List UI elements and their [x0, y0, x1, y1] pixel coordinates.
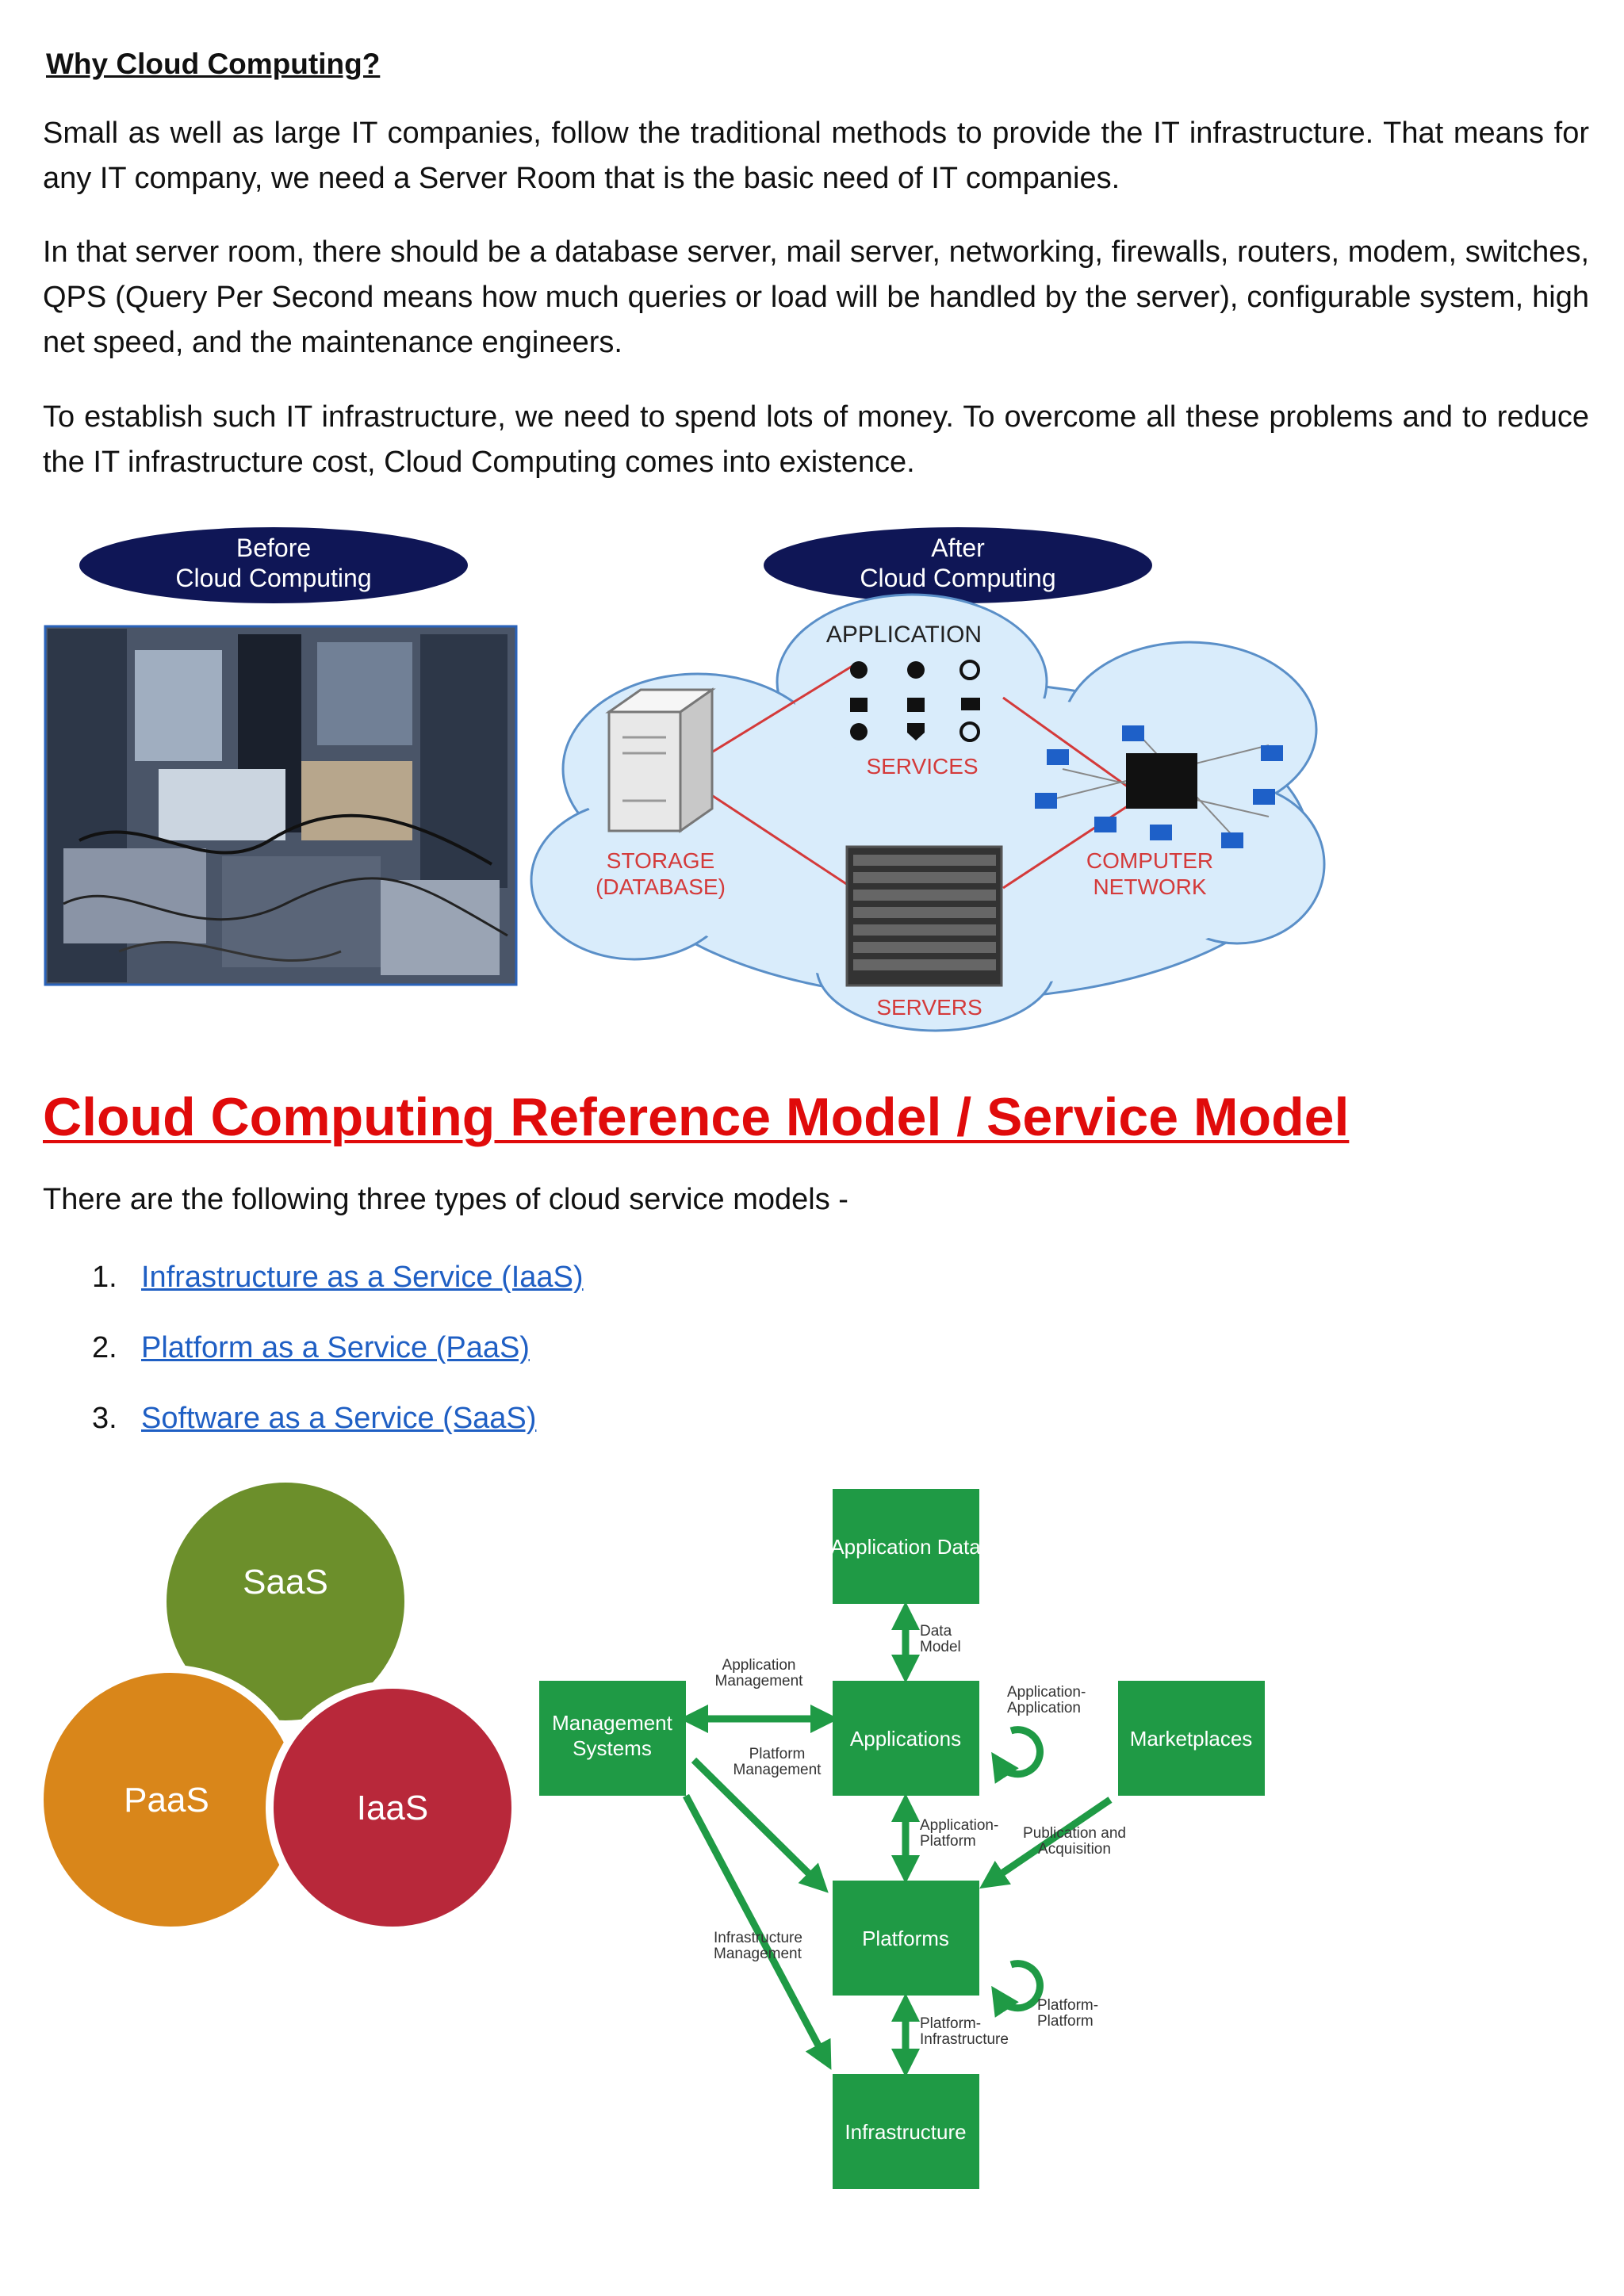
after-label-line1: After	[931, 534, 985, 562]
iaas-label: IaaS	[357, 1789, 429, 1827]
service-icons	[850, 660, 980, 742]
infra-mgmt-label-2: Management	[714, 1946, 802, 1962]
plat-mgmt-label-1: Platform	[749, 1746, 806, 1762]
management-systems-box	[539, 1681, 686, 1796]
list-number: 1.	[92, 1261, 117, 1294]
list-number: 3.	[92, 1402, 117, 1435]
platforms-box	[833, 1881, 979, 1996]
management-text-2: Systems	[573, 1736, 652, 1760]
list-item: 1. Infrastructure as a Service (IaaS)	[92, 1261, 584, 1295]
plat-plat-label-1: Platform-	[1037, 1997, 1098, 2014]
plat-infra-label-1: Platform-	[920, 2015, 981, 2032]
pub-label-1: Publication and	[1023, 1825, 1126, 1842]
infra-mgmt-label-1: Infrastructure	[714, 1930, 802, 1946]
after-label-pill	[764, 527, 1152, 603]
servers-label: SERVERS	[876, 995, 982, 1020]
applications-text: Applications	[850, 1727, 961, 1751]
paragraph-1: Small as well as large IT companies, fol…	[43, 117, 1589, 195]
data-model-label-1: Data	[920, 1623, 952, 1640]
storage-server-icon	[605, 687, 716, 833]
link-saas[interactable]: Software as a Service (SaaS)	[141, 1402, 537, 1435]
saas-label: SaaS	[243, 1563, 328, 1601]
plat-plat-label-2: Platform	[1037, 2013, 1094, 2030]
diagram-boxes	[539, 1489, 1265, 2189]
link-paas[interactable]: Platform as a Service (PaaS)	[141, 1331, 530, 1364]
app-plat-label-2: Platform	[920, 1833, 976, 1850]
data-model-label-2: Model	[920, 1639, 961, 1655]
application-data-text: Application Data	[830, 1535, 981, 1559]
marketplaces-text: Marketplaces	[1130, 1727, 1253, 1751]
platforms-text: Platforms	[862, 1927, 949, 1950]
applications-box	[833, 1681, 979, 1796]
storage-label-line2: (DATABASE)	[596, 874, 726, 899]
paragraph-3: To establish such IT infrastructure, we …	[43, 400, 1589, 479]
messy-server-room-image	[44, 625, 518, 986]
list-number: 2.	[92, 1331, 117, 1364]
application-label: APPLICATION	[826, 622, 982, 648]
infrastructure-box	[833, 2074, 979, 2189]
link-iaas[interactable]: Infrastructure as a Service (IaaS)	[141, 1261, 584, 1294]
paas-label: PaaS	[124, 1781, 209, 1820]
section-title: Cloud Computing Reference Model / Servic…	[43, 1087, 1350, 1147]
infrastructure-text: Infrastructure	[845, 2120, 966, 2144]
plat-mgmt-label-2: Management	[733, 1762, 822, 1778]
services-label: SERVICES	[866, 754, 978, 779]
marketplaces-box	[1118, 1681, 1265, 1796]
saas-circle	[167, 1483, 404, 1720]
list-item: 2. Platform as a Service (PaaS)	[92, 1331, 530, 1365]
reference-model-diagram: Application Data Applications Management…	[523, 1467, 1316, 2220]
storage-label-line1: STORAGE	[607, 848, 714, 873]
after-label-line2: Cloud Computing	[860, 564, 1055, 592]
paragraph-2: In that server room, there should be a d…	[43, 235, 1589, 359]
network-label-line2: NETWORK	[1093, 874, 1206, 899]
before-after-figure: Before Cloud Computing After Cloud Compu…	[44, 527, 1326, 1032]
before-label-line2: Cloud Computing	[175, 564, 371, 592]
app-mgmt-label-1: Application	[722, 1657, 796, 1674]
app-mgmt-label-2: Management	[715, 1673, 804, 1689]
management-text-1: Management	[552, 1711, 673, 1735]
iaas-circle	[266, 1681, 519, 1934]
service-model-circles: SaaS PaaS IaaS	[40, 1483, 519, 1934]
app-app-label-2: Application	[1007, 1700, 1081, 1716]
computer-network-icon	[1035, 725, 1283, 848]
intro-text: There are the following three types of c…	[43, 1183, 848, 1216]
network-label-line1: COMPUTER	[1086, 848, 1213, 873]
list-item: 3. Software as a Service (SaaS)	[92, 1402, 536, 1436]
app-app-label-1: Application-	[1007, 1684, 1086, 1701]
plat-infra-label-2: Infrastructure	[920, 2031, 1009, 2048]
section-heading: Why Cloud Computing?	[46, 48, 381, 80]
application-data-box	[833, 1489, 979, 1604]
pub-label-2: Acquisition	[1038, 1841, 1111, 1858]
before-label-pill	[79, 527, 468, 603]
app-plat-label-1: Application-	[920, 1817, 998, 1834]
servers-rack-icon	[845, 845, 1003, 987]
before-label-line1: Before	[236, 534, 311, 562]
